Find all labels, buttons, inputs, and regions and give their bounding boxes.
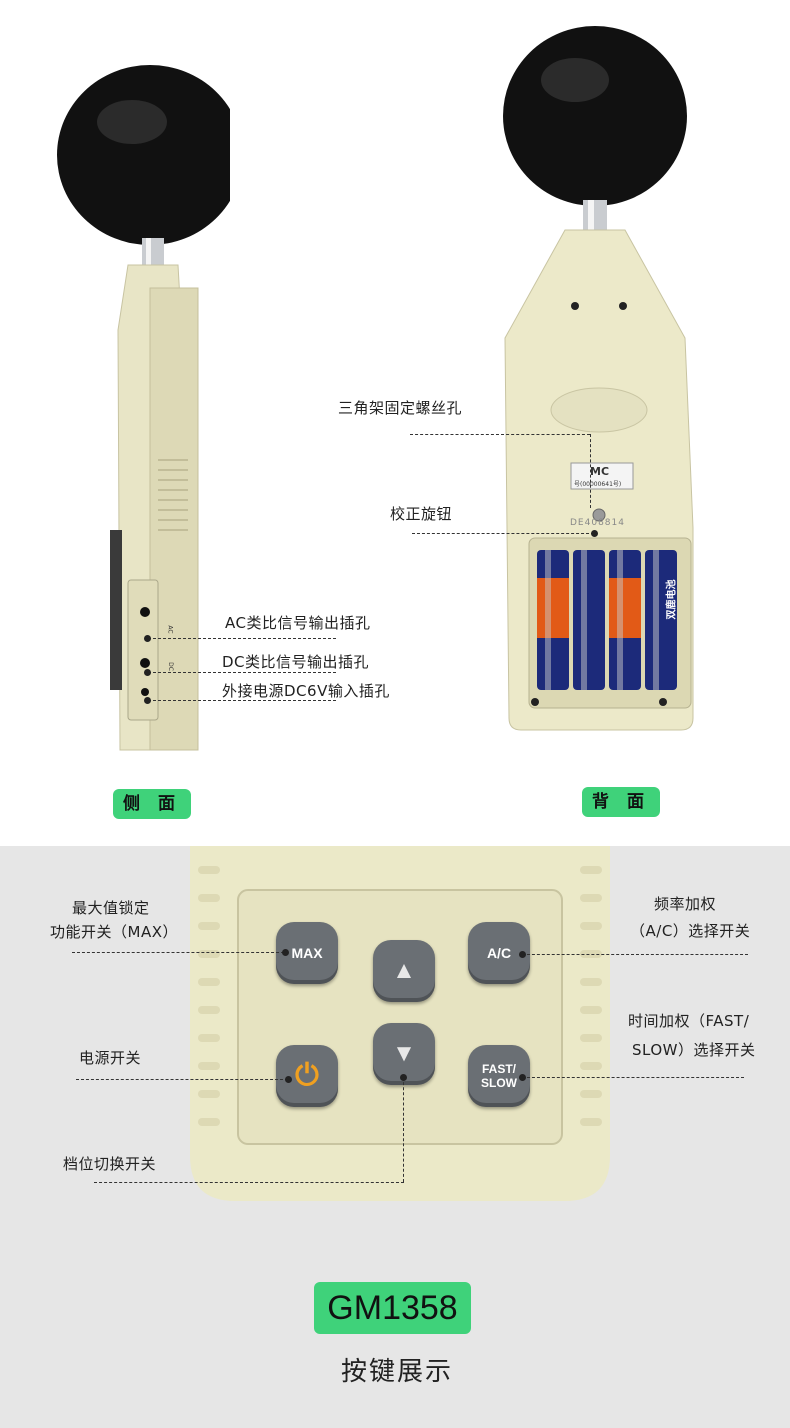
back-view-caption: 背 面 xyxy=(582,787,660,817)
fast-slow-label-1: FAST/ xyxy=(481,1062,516,1076)
mc-mark: MC xyxy=(590,465,610,478)
callout-max-line2: 功能开关（MAX） xyxy=(50,923,178,941)
callout-dc6v-input: 外接电源DC6V输入插孔 xyxy=(222,682,390,700)
battery-brand: 双鹿电池 xyxy=(666,579,678,620)
microphone-foam-icon xyxy=(503,26,687,206)
callout-calibration: 校正旋钮 xyxy=(390,505,453,523)
callout-ac-output: AC类比信号输出插孔 xyxy=(225,614,371,632)
back-device-illustration xyxy=(503,26,694,731)
callout-fast-line1: 时间加权（FAST/ xyxy=(628,1012,750,1030)
jack-mark-ac: AC xyxy=(166,625,174,634)
callout-dc-output: DC类比信号输出插孔 xyxy=(222,653,370,671)
callout-ac-line1: 频率加权 xyxy=(654,895,717,913)
callout-ac-line2: （A/C）选择开关 xyxy=(630,922,751,940)
callout-power: 电源开关 xyxy=(79,1049,142,1067)
keys-caption: 按键展示 xyxy=(340,1357,453,1387)
callout-range: 档位切换开关 xyxy=(63,1155,157,1173)
callout-fast-line2: SLOW）选择开关 xyxy=(632,1041,756,1059)
side-device-illustration xyxy=(57,65,230,751)
sticker-serial: 号(00000641号) xyxy=(574,481,622,488)
up-arrow-icon[interactable]: ▲ xyxy=(373,940,435,1002)
callout-tripod-screw: 三角架固定螺丝孔 xyxy=(338,399,463,417)
fast-slow-label-2: SLOW xyxy=(481,1076,517,1090)
model-badge: GM1358 xyxy=(314,1282,471,1334)
jack-mark-dc: DC xyxy=(166,662,174,671)
max-button[interactable]: MAX xyxy=(276,922,338,984)
callout-max-line1: 最大值锁定 xyxy=(72,899,150,917)
engraved-serial: DE408814 xyxy=(570,518,625,528)
microphone-foam-icon xyxy=(57,65,230,245)
side-view-caption: 侧 面 xyxy=(113,789,191,819)
